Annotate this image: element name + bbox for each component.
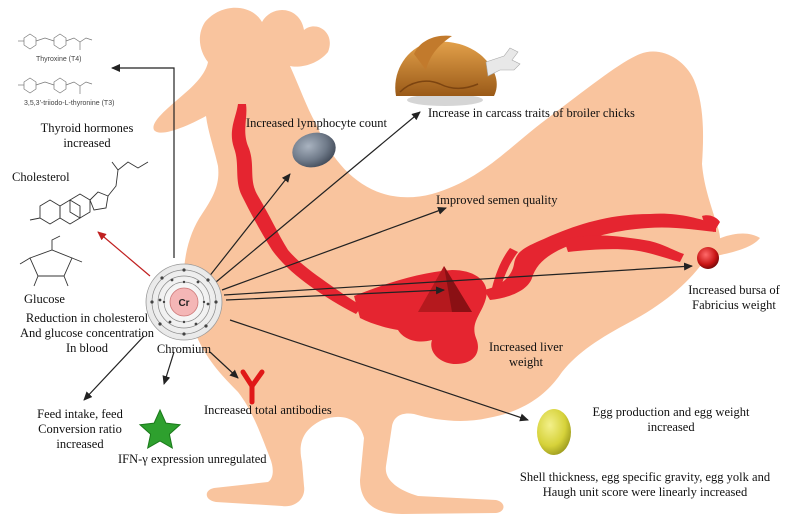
thyroxine-caption: Thyroxine (T4) — [36, 56, 82, 63]
feed-label: Feed intake, feed Conversion ratio incre… — [37, 407, 123, 451]
liver-label: Increased liver weight — [489, 340, 563, 369]
cholesterol-structure-icon — [29, 161, 149, 225]
star-icon — [138, 408, 182, 449]
red-arrow — [97, 231, 151, 277]
bursa-label: Increased bursa of Fabricius weight — [688, 283, 780, 312]
bursa-sphere-icon — [697, 247, 719, 269]
thyroid-label: Thyroid hormones increased — [40, 121, 134, 150]
atom-symbol: Cr — [178, 298, 189, 309]
shell-label: Shell thickness, egg specific gravity, e… — [519, 470, 771, 499]
ifn-label: IFN-γ expression unregulated — [118, 452, 267, 466]
semen-label: Improved semen quality — [436, 193, 558, 207]
glucose-label: Glucose — [24, 292, 65, 306]
antibody-y-icon — [240, 369, 265, 405]
arrows — [83, 64, 693, 422]
lymphocyte-label: Increased lymphocyte count — [246, 116, 387, 130]
egg-production-label: Egg production and egg weight increased — [592, 405, 750, 434]
cholesterol-label: Cholesterol — [12, 170, 70, 184]
lymphocyte-cell-icon — [292, 132, 336, 168]
egg-icon — [537, 409, 571, 455]
atom-icon: Cr — [145, 263, 223, 341]
reduction-label: Reduction in cholesterol And glucose con… — [20, 311, 154, 355]
thyroid-hormone-structure-icon — [18, 33, 93, 94]
carcass-label: Increase in carcass traits of broiler ch… — [428, 106, 635, 120]
chromium-label: Chromium — [156, 342, 212, 356]
antibodies-label: Increased total antibodies — [204, 403, 332, 417]
triiodothyronine-caption: 3,5,3'-triiodo-L-thyronine (T3) — [24, 100, 115, 107]
roast-chicken-icon — [395, 35, 521, 106]
liver-triangle-icon — [418, 266, 472, 312]
glucose-structure-icon — [19, 235, 83, 287]
